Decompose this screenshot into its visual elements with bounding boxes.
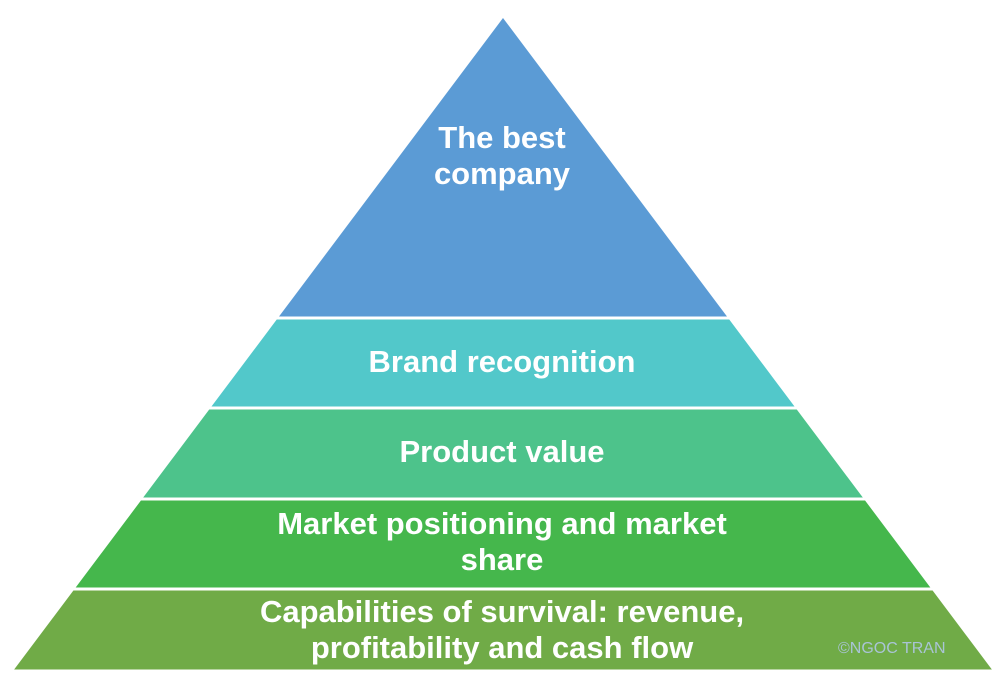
level-label-survival: Capabilities of survival: revenue, profi… [0, 594, 1004, 666]
label-line: Brand recognition [368, 344, 636, 379]
label-line: share [460, 542, 544, 577]
level-label-brand: Brand recognition [0, 344, 1004, 380]
pyramid-level-product [143, 409, 863, 498]
pyramid-level-market [75, 500, 931, 588]
level-label-product: Product value [0, 434, 1004, 470]
pyramid-level-survival [14, 590, 992, 670]
level-label-market: Market positioning and market share [0, 506, 1004, 578]
pyramid-level-brand [211, 319, 795, 407]
level-label-top: The best company [0, 120, 1004, 192]
label-line: profitability and cash flow [310, 630, 694, 665]
watermark: ©NGOC TRAN [838, 640, 946, 657]
label-line: Capabilities of survival: revenue, [259, 594, 745, 629]
label-line: The best [438, 120, 566, 155]
label-line: Market positioning and market [277, 506, 727, 541]
label-line: Product value [399, 434, 605, 469]
label-line: company [433, 156, 571, 191]
pyramid-level-top [279, 18, 727, 317]
